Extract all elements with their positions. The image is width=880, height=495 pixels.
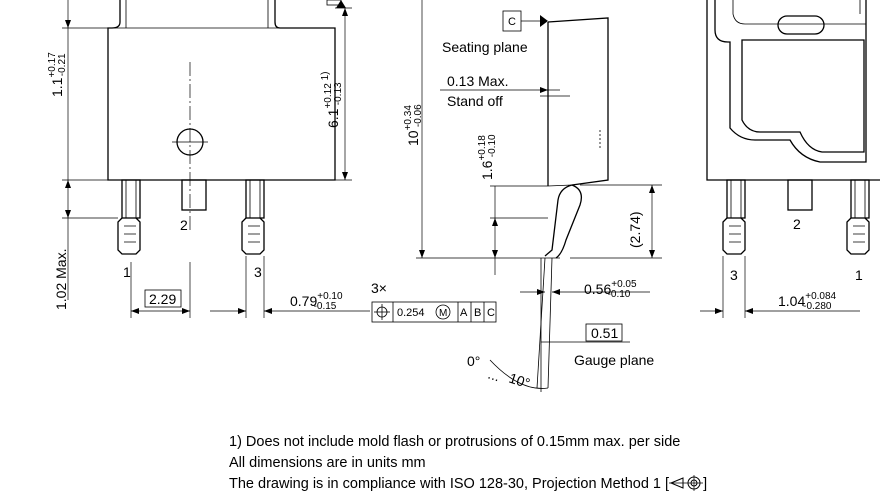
fcf-modifier: M bbox=[439, 308, 447, 319]
side-view: C Seating plane 0.13 Max. Stand off 10+0… bbox=[403, 0, 662, 392]
dim-lead-thickness: 0.56+0.05-0.10 bbox=[584, 279, 637, 300]
gauge-box bbox=[585, 323, 623, 342]
dim-lead-max: 1.02 Max. bbox=[53, 249, 69, 310]
front-lead-3 bbox=[241, 179, 265, 255]
note-compliance-text: The drawing is in compliance with ISO 12… bbox=[229, 476, 670, 492]
gauge-label: Gauge plane bbox=[574, 352, 654, 368]
dim-lead-length: (2.74) bbox=[627, 211, 643, 248]
projection-method-icon bbox=[669, 475, 704, 491]
dim-total-height: 10+0.34-0.06 bbox=[403, 104, 424, 146]
front-lead-2 bbox=[181, 179, 207, 211]
note-compliance: The drawing is in compliance with ISO 12… bbox=[229, 474, 707, 495]
dim-lead-width: 0.79+0.10-0.15 bbox=[290, 291, 343, 312]
fcf-datum-b: B bbox=[474, 307, 481, 319]
back-tab-recess bbox=[741, 39, 865, 153]
angle-max: 10° bbox=[507, 370, 532, 392]
fcf-datum-a: A bbox=[460, 307, 468, 319]
datum-c: C bbox=[508, 16, 516, 28]
back-pin-2-label: 2 bbox=[793, 216, 801, 232]
dim-body-height: 6.1+0.12-0.131) bbox=[320, 72, 344, 128]
back-slot bbox=[777, 15, 825, 35]
front-pin-3-label: 3 bbox=[254, 264, 262, 280]
standoff-value: 0.13 Max. bbox=[447, 73, 508, 89]
front-pin-2-label: 2 bbox=[180, 217, 188, 233]
position-count: 3× bbox=[371, 280, 387, 296]
back-lead-2 bbox=[787, 179, 813, 211]
front-view: 2 1 3 1.1+0.17-0.21 1.02 Max. 6.1+0.12-0… bbox=[47, 0, 497, 323]
standoff-label: Stand off bbox=[447, 93, 503, 109]
note-mold-flash: 1) Does not include mold flash or protru… bbox=[229, 434, 681, 450]
back-lead-1 bbox=[846, 179, 870, 255]
note-units: All dimensions are in units mm bbox=[229, 455, 426, 471]
side-body-outline bbox=[544, 17, 609, 257]
angle-min: 0° bbox=[467, 353, 480, 369]
dim-back-lead-width: 1.04+0.084-0.280 bbox=[778, 291, 837, 312]
front-pin-1-label: 1 bbox=[123, 264, 131, 280]
seating-plane-label: Seating plane bbox=[442, 39, 528, 55]
gauge-value: 0.51 bbox=[591, 325, 618, 341]
angle-sep: ... bbox=[486, 366, 502, 385]
back-lead-3 bbox=[722, 179, 746, 255]
feature-control-frame: 0.254 M A B C bbox=[371, 301, 497, 323]
back-outer-outline bbox=[714, 0, 867, 163]
fcf-datum-c: C bbox=[487, 307, 495, 319]
dim-tab-height: 1.1+0.17-0.21 bbox=[47, 52, 68, 97]
front-body-outline bbox=[107, 0, 336, 181]
front-lead-1 bbox=[117, 179, 141, 255]
notes-block: 1) Does not include mold flash or protru… bbox=[229, 432, 707, 495]
back-view: 2 3 1 1.04+0.084-0.280 bbox=[700, 0, 880, 318]
back-pin-1-label: 1 bbox=[855, 267, 863, 283]
note-compliance-end: ] bbox=[703, 476, 708, 492]
dim-pitch: 2.29 bbox=[149, 291, 176, 307]
dim-thickness: 1.6+0.18-0.10 bbox=[477, 134, 498, 180]
back-pin-3-label: 3 bbox=[730, 267, 738, 283]
front-tab-edges bbox=[125, 0, 269, 28]
fcf-tolerance: 0.254 bbox=[397, 307, 425, 319]
